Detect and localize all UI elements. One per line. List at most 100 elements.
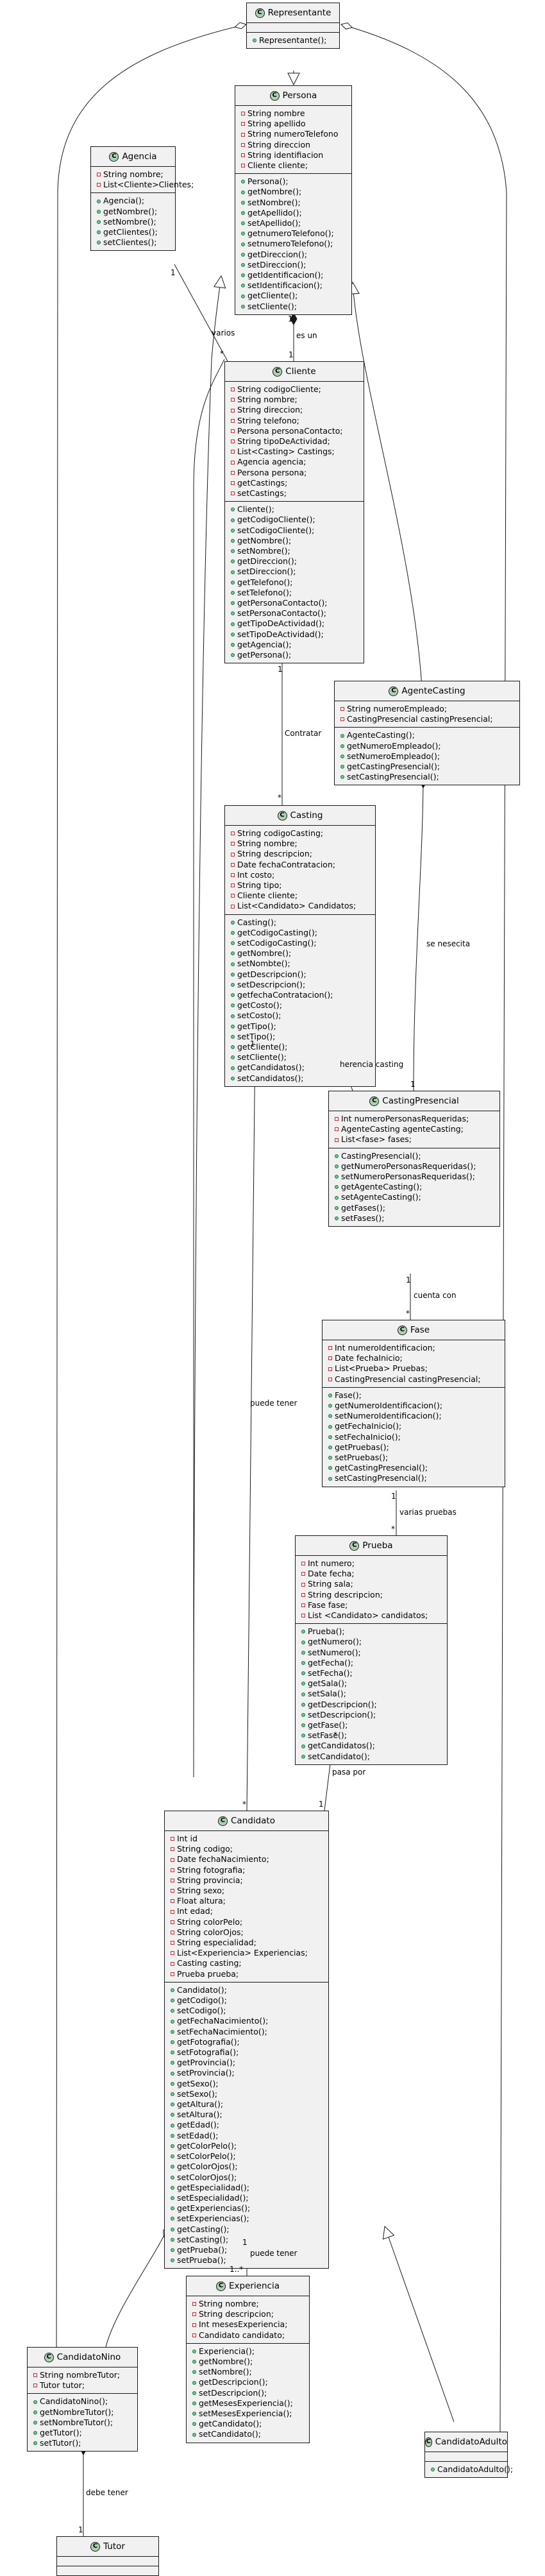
public-marker	[301, 1723, 305, 1728]
public-marker	[33, 2410, 37, 2414]
methods-section: Cliente();getCodigoCliente();setCodigoCl…	[225, 501, 364, 663]
public-marker	[230, 951, 235, 956]
public-marker	[340, 754, 344, 758]
attribute-text: Cliente cliente;	[247, 160, 308, 171]
method-row: getClientes();	[95, 227, 172, 237]
public-marker	[230, 508, 235, 512]
private-icon	[169, 1868, 176, 1872]
method-text: Fase();	[335, 1390, 362, 1400]
method-text: getNumeroIdentificacion();	[335, 1401, 443, 1411]
attribute-text: String colorPelo;	[177, 1916, 243, 1927]
public-marker	[301, 1671, 305, 1676]
attribute-row: AgenteCasting agenteCasting;	[333, 1124, 497, 1134]
public-marker	[230, 622, 235, 626]
public-icon	[239, 242, 246, 246]
method-text: getCasting();	[177, 2224, 230, 2234]
private-icon	[339, 717, 346, 722]
public-icon	[95, 209, 102, 214]
private-marker	[170, 1961, 174, 1966]
method-row: setCodigoCasting();	[229, 938, 373, 948]
attribute-row: Date fechaNacimiento;	[169, 1854, 326, 1864]
public-icon	[333, 1175, 340, 1179]
public-marker	[230, 601, 235, 606]
attribute-text: Date fechaNacimiento;	[177, 1854, 269, 1864]
method-text: setCandidatos();	[237, 1073, 304, 1083]
method-text: setFecha();	[308, 1668, 353, 1678]
method-text: getNombre();	[247, 187, 302, 197]
attribute-row: Cliente cliente;	[239, 160, 349, 171]
private-marker	[230, 418, 235, 423]
method-row: setEdad();	[169, 2131, 326, 2141]
method-row: setCastingPresencial();	[326, 1473, 502, 1483]
private-marker	[170, 1909, 174, 1914]
method-row: getNombre();	[190, 2357, 306, 2367]
public-marker	[170, 2051, 174, 2055]
public-marker	[192, 2422, 196, 2427]
attribute-text: List<Casting> Castings;	[237, 447, 335, 457]
public-marker	[230, 982, 235, 987]
method-text: getCliente();	[237, 1042, 288, 1052]
private-icon	[229, 491, 236, 496]
method-text: setNumeroEmpleado();	[347, 751, 440, 761]
public-marker	[301, 1630, 305, 1634]
private-marker	[328, 1346, 332, 1351]
public-icon	[339, 765, 346, 769]
private-icon	[169, 1889, 176, 1893]
method-row: getSala();	[299, 1678, 444, 1689]
method-text: getNombreTutor();	[40, 2407, 114, 2417]
attribute-text: String colorOjos;	[177, 1927, 244, 1937]
public-icon	[169, 2113, 176, 2117]
method-row: setCliente();	[229, 1052, 373, 1062]
private-marker	[301, 1592, 305, 1597]
public-marker	[170, 1988, 174, 1992]
methods-section: Representante();	[247, 32, 339, 48]
public-marker	[230, 1066, 235, 1070]
method-row: setFotografia();	[169, 2047, 326, 2058]
methods-section: Candidato();getCodigo();setCodigo();getF…	[165, 1981, 328, 2268]
class-name: Casting	[290, 810, 323, 821]
private-icon	[229, 408, 236, 413]
method-text: Agencia();	[103, 196, 145, 206]
method-text: getFechaInicio();	[335, 1421, 402, 1431]
attribute-row: String sala;	[299, 1579, 444, 1589]
class-icon: C	[272, 366, 283, 377]
method-row: Cliente();	[229, 504, 361, 515]
label-castingpresencial-fase: cuenta con	[414, 1291, 457, 1300]
public-marker	[230, 518, 235, 522]
public-icon	[229, 642, 236, 647]
attribute-row: String codigoCliente;	[229, 384, 361, 395]
public-marker	[170, 2071, 174, 2076]
edge-candidatoadulto-candidato	[385, 2226, 455, 2423]
attribute-row: Int costo;	[229, 870, 373, 880]
public-marker	[170, 2092, 174, 2096]
attribute-text: String nombre;	[103, 169, 164, 179]
method-row: setPrueba();	[169, 2255, 326, 2265]
method-row: setApellido();	[239, 218, 349, 228]
public-icon	[190, 2391, 197, 2395]
method-text: setNumero();	[308, 1647, 361, 1657]
label-fase-prueba-to: *	[391, 1524, 395, 1533]
public-icon	[31, 2410, 38, 2414]
private-icon	[326, 1346, 333, 1351]
method-text: setCandidato();	[199, 2429, 261, 2439]
public-marker	[170, 2165, 174, 2169]
edge-casting-candidato	[246, 1037, 256, 1811]
method-row: setColorPelo();	[169, 2151, 326, 2162]
